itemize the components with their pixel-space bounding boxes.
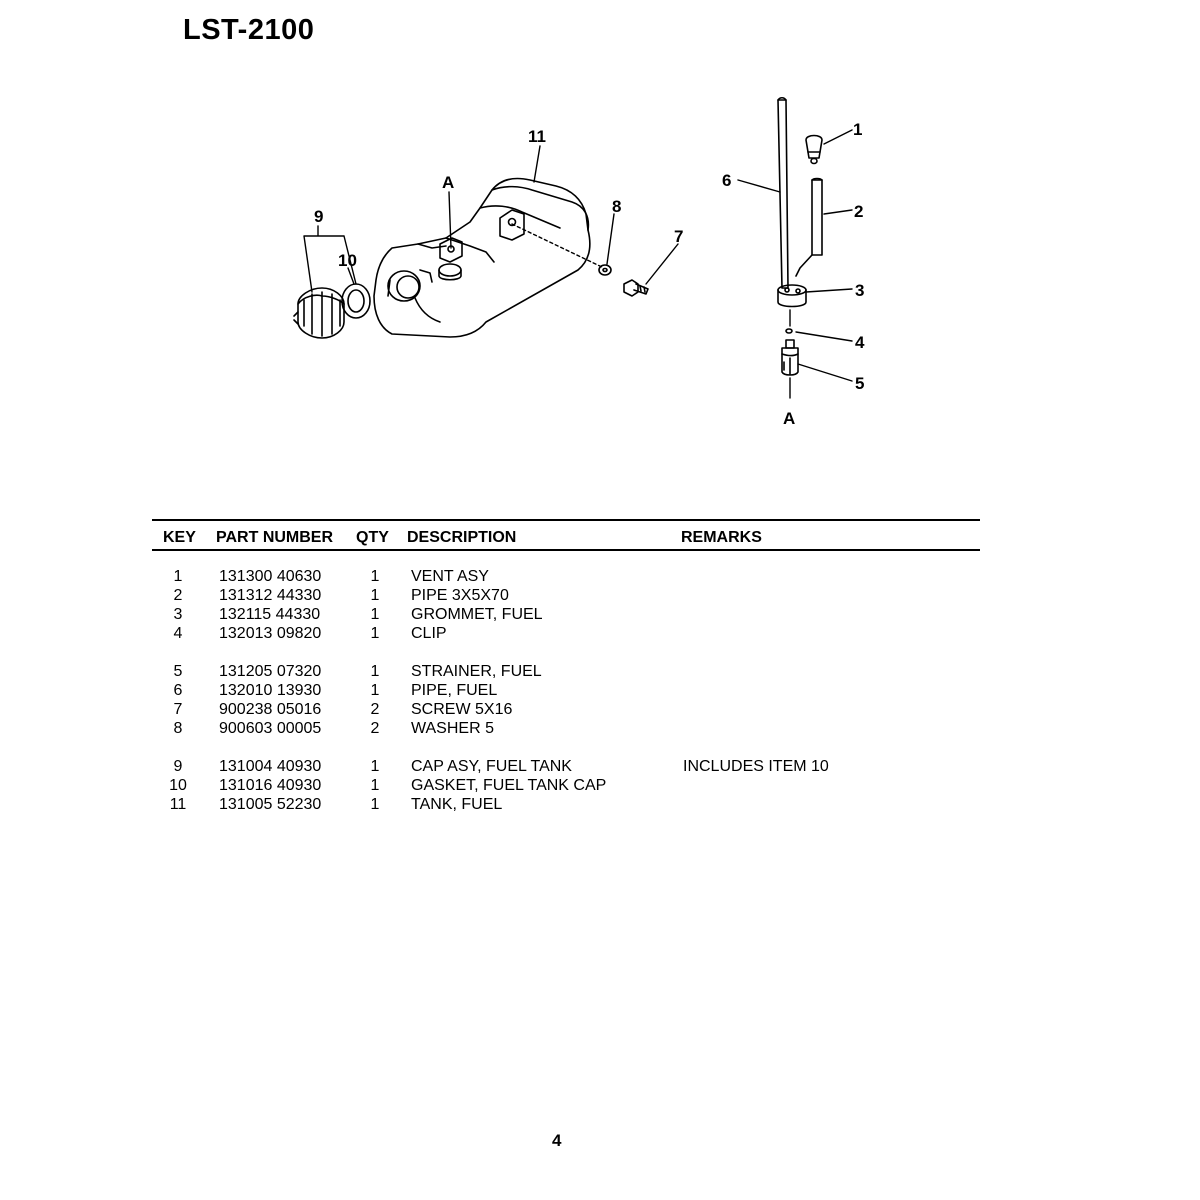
row-part-number: 131005 52230 <box>219 796 322 813</box>
screw-drawing <box>623 279 649 297</box>
row-description: TANK, FUEL <box>411 796 503 813</box>
row-description: PIPE, FUEL <box>411 682 498 699</box>
reference-a-strainer: A <box>783 409 795 428</box>
row-qty: 1 <box>370 625 380 642</box>
row-part-number: 131004 40930 <box>219 758 322 775</box>
callout-10: 10 <box>338 251 357 270</box>
row-key: 5 <box>173 663 183 680</box>
row-description: CLIP <box>411 625 447 642</box>
vent-assembly-drawing <box>805 134 823 165</box>
row-qty: 2 <box>370 701 380 718</box>
row-key: 1 <box>173 568 183 585</box>
row-qty: 1 <box>370 587 380 604</box>
row-description: SCREW 5X16 <box>411 701 513 718</box>
reference-a-tank: A <box>442 173 454 192</box>
row-part-number: 900238 05016 <box>219 701 322 718</box>
column-header-part-number: PART NUMBER <box>216 529 334 546</box>
clip-drawing <box>785 328 793 334</box>
row-key: 11 <box>169 796 187 813</box>
row-part-number: 900603 00005 <box>219 720 322 737</box>
page-number: 4 <box>552 1131 562 1150</box>
table-top-rule <box>152 519 980 521</box>
callout-4: 4 <box>855 333 865 352</box>
column-header-qty: QTY <box>356 529 389 546</box>
row-key: 6 <box>173 682 183 699</box>
row-part-number: 132010 13930 <box>219 682 322 699</box>
row-qty: 1 <box>370 777 380 794</box>
row-description: GROMMET, FUEL <box>411 606 543 623</box>
callout-8: 8 <box>612 197 621 216</box>
fuel-pipe-drawing <box>777 96 789 289</box>
row-key: 7 <box>173 701 183 718</box>
callout-7: 7 <box>674 227 683 246</box>
row-qty: 1 <box>370 796 380 813</box>
fuel-tank-drawing <box>373 177 591 338</box>
row-part-number: 131016 40930 <box>219 777 322 794</box>
row-key: 8 <box>173 720 183 737</box>
washer-drawing <box>598 264 612 276</box>
callout-3: 3 <box>855 281 864 300</box>
row-qty: 1 <box>370 568 380 585</box>
table-row: 7 900238 05016 2 SCREW 5X16 <box>0 700 1200 719</box>
table-row: 8 900603 00005 2 WASHER 5 <box>0 719 1200 738</box>
callout-11: 11 <box>528 127 546 146</box>
table-row: 10 131016 40930 1 GASKET, FUEL TANK CAP <box>0 776 1200 795</box>
row-description: CAP ASY, FUEL TANK <box>411 758 572 775</box>
row-part-number: 132115 44330 <box>219 606 321 623</box>
fuel-strainer-drawing <box>781 339 799 376</box>
row-key: 9 <box>173 758 183 775</box>
row-description: PIPE 3X5X70 <box>411 587 509 604</box>
table-row: 11 131005 52230 1 TANK, FUEL <box>0 795 1200 814</box>
table-row: 9 131004 40930 1 CAP ASY, FUEL TANK INCL… <box>0 757 1200 776</box>
table-row: 4 132013 09820 1 CLIP <box>0 624 1200 643</box>
parts-list: 1 131300 40630 1 VENT ASY 2 131312 44330… <box>0 567 1200 814</box>
table-row: 1 131300 40630 1 VENT ASY <box>0 567 1200 586</box>
table-row: 6 132010 13930 1 PIPE, FUEL <box>0 681 1200 700</box>
row-qty: 1 <box>370 606 380 623</box>
row-key: 3 <box>173 606 183 623</box>
row-part-number: 131205 07320 <box>219 663 322 680</box>
callout-1: 1 <box>853 120 862 139</box>
row-part-number: 131300 40630 <box>219 568 322 585</box>
row-remarks: INCLUDES ITEM 10 <box>683 758 829 775</box>
table-row: 2 131312 44330 1 PIPE 3X5X70 <box>0 586 1200 605</box>
row-part-number: 131312 44330 <box>219 587 322 604</box>
row-qty: 1 <box>370 682 380 699</box>
row-description: WASHER 5 <box>411 720 494 737</box>
table-header-rule <box>152 549 980 551</box>
table-row: 3 132115 44330 1 GROMMET, FUEL <box>0 605 1200 624</box>
model-title: LST-2100 <box>183 14 315 46</box>
column-header-key: KEY <box>163 529 196 546</box>
row-part-number: 132013 09820 <box>219 625 322 642</box>
fuel-cap-drawing <box>293 287 345 339</box>
column-header-remarks: REMARKS <box>681 529 762 546</box>
row-description: GASKET, FUEL TANK CAP <box>411 777 607 794</box>
callout-6: 6 <box>722 171 731 190</box>
row-description: STRAINER, FUEL <box>411 663 542 680</box>
callout-9: 9 <box>314 207 323 226</box>
row-key: 10 <box>169 777 187 794</box>
column-header-description: DESCRIPTION <box>407 529 517 546</box>
row-qty: 1 <box>370 663 380 680</box>
fuel-grommet-drawing <box>777 284 807 308</box>
row-description: VENT ASY <box>411 568 489 585</box>
cap-gasket-drawing <box>341 283 371 319</box>
row-qty: 2 <box>370 720 380 737</box>
row-key: 4 <box>173 625 183 642</box>
vent-pipe-drawing <box>795 177 823 277</box>
exploded-parts-diagram: 1 2 3 4 5 6 7 8 9 10 11 A A <box>293 96 865 428</box>
row-qty: 1 <box>370 758 380 775</box>
callout-2: 2 <box>854 202 863 221</box>
row-key: 2 <box>173 587 183 604</box>
callout-5: 5 <box>855 374 864 393</box>
table-row: 5 131205 07320 1 STRAINER, FUEL <box>0 662 1200 681</box>
